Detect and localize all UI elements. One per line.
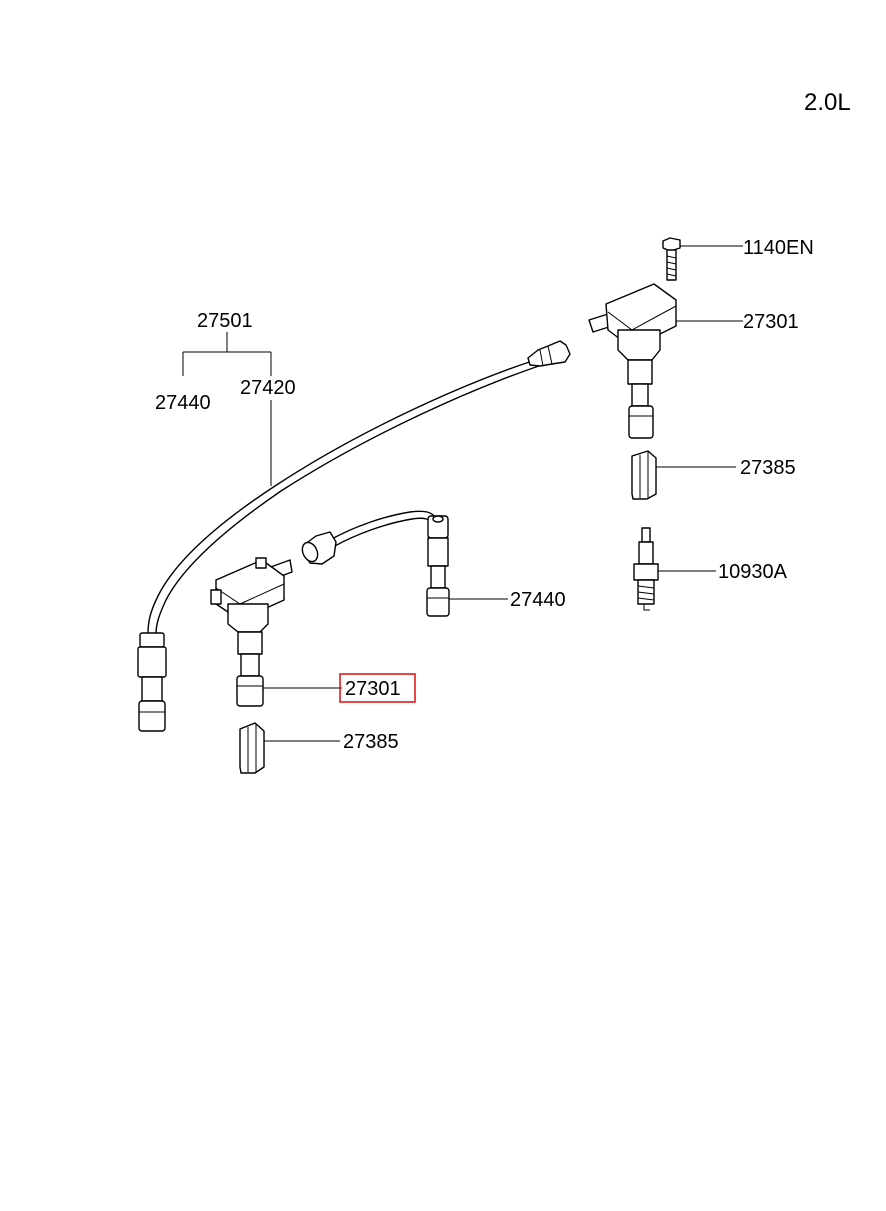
callout-coil-upper[interactable]: 27301 xyxy=(743,311,799,333)
callout-coil-lower[interactable]: 27301 xyxy=(345,678,401,700)
callout-boot-lower[interactable]: 27385 xyxy=(343,731,399,753)
callout-wire-mid[interactable]: 27440 xyxy=(510,589,566,611)
callout-bolt[interactable]: 1140EN xyxy=(743,237,814,259)
ignition-coil-upper[interactable] xyxy=(588,283,677,439)
callout-wire-set[interactable]: 27501 xyxy=(197,310,253,332)
engine-label: 2.0L xyxy=(804,89,851,116)
coil-boot-lower[interactable] xyxy=(239,722,265,774)
callout-spark-plug[interactable]: 10930A xyxy=(718,561,788,583)
bolt[interactable] xyxy=(662,237,681,281)
ignition-wire-long[interactable] xyxy=(137,340,571,732)
ignition-coil-lower[interactable] xyxy=(210,557,293,707)
callout-lines xyxy=(182,245,743,742)
spark-plug[interactable] xyxy=(633,527,659,611)
selected-callout-highlight xyxy=(339,673,416,703)
callout-boot-upper[interactable]: 27385 xyxy=(740,457,796,479)
coil-boot-upper[interactable] xyxy=(631,450,657,500)
ignition-wire-mid[interactable] xyxy=(299,510,450,617)
callout-labels: 27501 27440 27420 1140EN 27301 27385 109… xyxy=(155,237,814,753)
callout-wire-long[interactable]: 27420 xyxy=(240,377,296,399)
callout-wire-short[interactable]: 27440 xyxy=(155,392,211,414)
